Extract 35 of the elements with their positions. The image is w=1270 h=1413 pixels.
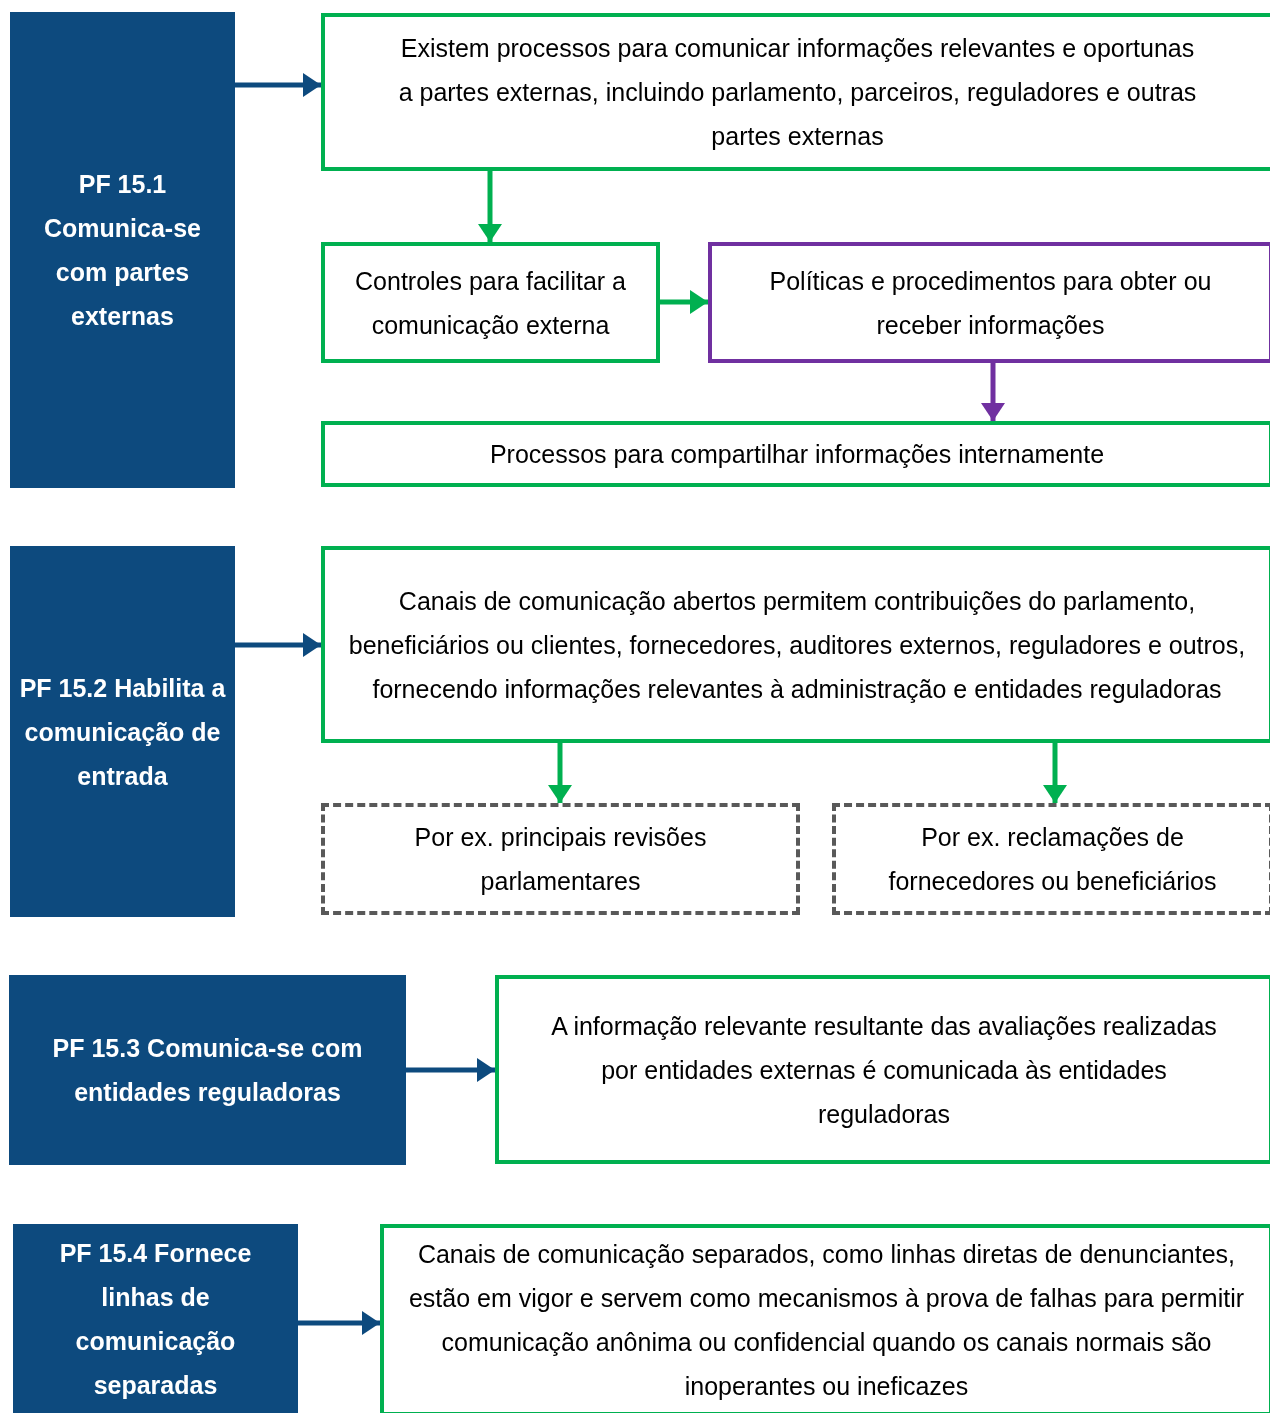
box-text: PF 15.3 Comunica-se com entidades reguladoras (51, 1033, 364, 1108)
process-box (321, 421, 1270, 487)
process-box (321, 242, 660, 363)
principle-box (13, 1224, 298, 1413)
box-text: Políticas e procedimentos para obter ou receber informações (768, 265, 1213, 341)
process-box (380, 1224, 1270, 1413)
arrow (660, 290, 708, 314)
box-text: Por ex. principais revisões parlamentares (413, 822, 708, 897)
box-text: A informação relevante resultante das avaliações realizadas por entidades externas é comunicada às entidades reguladoras (550, 1010, 1218, 1130)
arrow (235, 633, 321, 657)
process-box (321, 13, 1270, 171)
box-text: Controles para facilitar a comunicação externa (354, 265, 627, 341)
principle-box (10, 546, 235, 917)
box-text: Existem processos para comunicar informações relevantes e oportunas a partes externas, incluindo parlamento, parceiros, reguladores e outras partes externas (397, 33, 1198, 152)
example-box (832, 803, 1270, 915)
process-box (495, 975, 1270, 1164)
arrow (981, 363, 1005, 421)
box-text: Processos para compartilhar informações internamente (489, 439, 1105, 470)
arrow (406, 1058, 495, 1082)
principle-box (9, 975, 406, 1165)
arrow (298, 1311, 380, 1335)
box-text: PF 15.2 Habilita a comunicação de entrada (18, 672, 227, 792)
arrow (235, 73, 321, 97)
example-box (321, 803, 800, 915)
arrow (1043, 743, 1067, 803)
box-text: Por ex. reclamações de fornecedores ou beneficiários (887, 822, 1218, 897)
box-text: Canais de comunicação abertos permitem contribuições do parlamento, beneficiários ou clientes, fornecedores, auditores externos, reguladores e outros, fornecendo informações relevantes à administração e entidades reguladoras (347, 585, 1247, 705)
process-box (321, 546, 1270, 743)
box-text: PF 15.4 Fornece linhas de comunicação separadas (58, 1237, 253, 1401)
process-box (708, 242, 1270, 363)
principle-box (10, 12, 235, 488)
arrow (548, 743, 572, 803)
box-text: Canais de comunicação separados, como linhas diretas de denunciantes, estão em vigor e servem como mecanismos à prova de falhas para permitir comunicação anônima ou confidencial quando os canais normais são inoperantes ou ineficazes (407, 1239, 1246, 1402)
box-text: PF 15.1 Comunica-se com partes externas (43, 169, 202, 332)
arrow (478, 171, 502, 242)
